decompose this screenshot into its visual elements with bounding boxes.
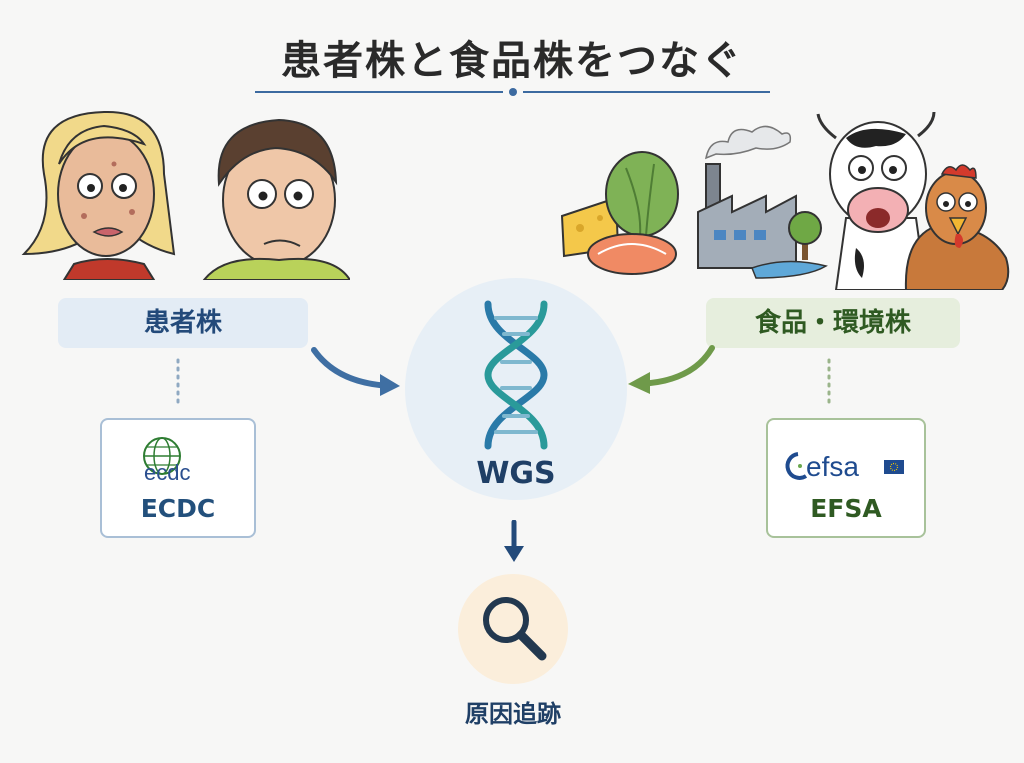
salmon-icon [587,233,677,275]
food-environment-illustration [560,111,1010,290]
food-environment-strains-label: 食品・環境株 [706,298,960,348]
right-arrow [628,345,715,394]
ecdc-globe-icon: ecdc [143,437,190,485]
left-dotted-connector [176,358,180,410]
man-patient [202,118,350,280]
left-arrow [311,347,400,396]
ecdc-name: ECDC [140,494,216,523]
efsa-card: efsa EFSA [766,418,926,538]
efsa-name: EFSA [810,494,882,523]
right-dotted-connector [827,358,831,410]
eu-flag-icon [884,460,904,474]
woman-patient [21,110,176,280]
wgs-label: WGS [476,456,556,491]
patients-illustration [21,110,350,280]
efsa-logo: efsa [785,451,904,482]
ecdc-card: ecdc ECDC [100,418,256,538]
factory-icon [697,125,797,269]
down-arrow [504,520,524,562]
chicken-icon [904,164,1010,290]
magnifier-icon [483,597,547,661]
lettuce-icon [605,151,679,237]
search-circle [458,574,568,684]
ecdc-logo-text: ecdc [144,460,190,485]
page-title: 患者株と食品株をつなぐ [281,38,743,84]
dna-icon [484,300,548,450]
cow-icon [816,111,936,290]
patient-strains-label: 患者株 [58,298,308,348]
source-tracing-label: 原因追跡 [465,700,561,728]
efsa-logo-text: efsa [806,451,859,482]
title-underline [255,88,770,96]
tree-icon [751,211,828,279]
